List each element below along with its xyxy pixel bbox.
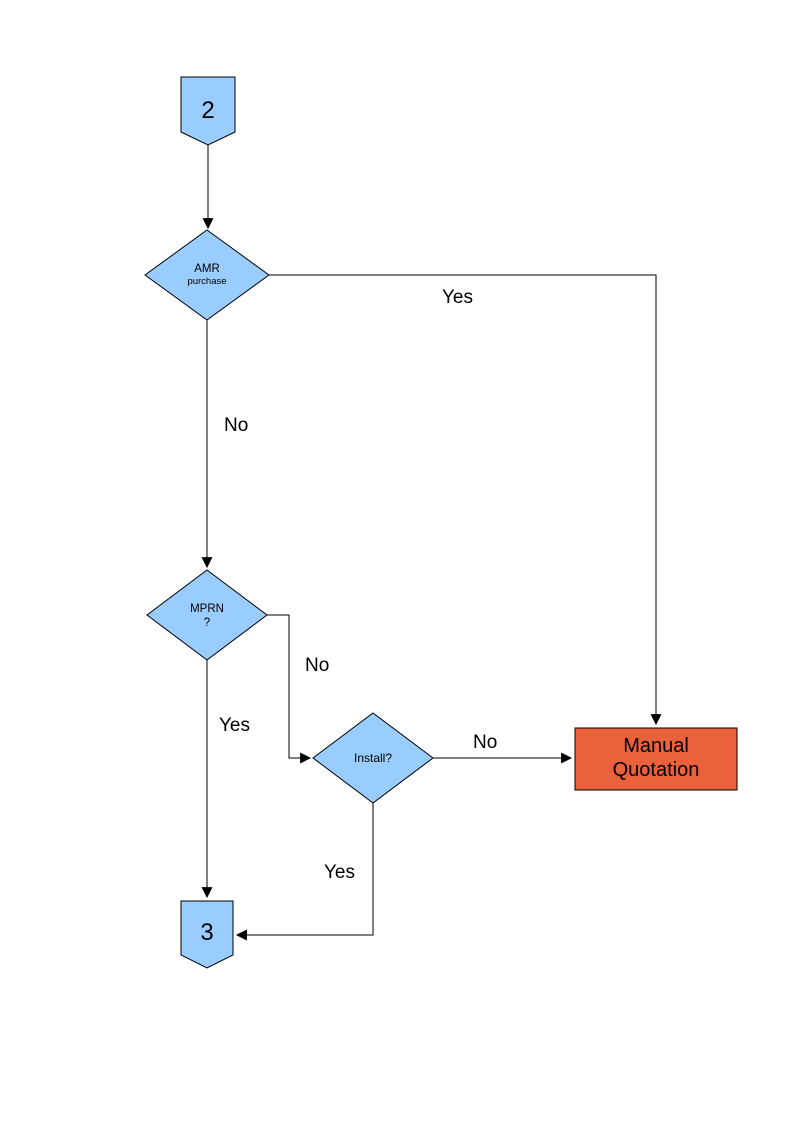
edge-amr-yes-line	[269, 274, 662, 726]
process-manual-quotation-label-line2: Quotation	[613, 759, 700, 781]
process-manual-quotation	[574, 727, 738, 791]
decision-mprn	[146, 569, 268, 661]
decision-install	[312, 712, 434, 804]
offpage-connector-2	[180, 76, 236, 146]
edge-label-amr-no: No	[224, 415, 248, 436]
decision-amr-purchase-label-line1: AMR	[194, 263, 220, 275]
decision-amr-purchase-label-line2: purchase	[187, 276, 226, 287]
decision-mprn-label-line1: MPRN	[190, 603, 224, 615]
decision-mprn-label-line2: ?	[204, 617, 210, 629]
edge-label-install-yes: Yes	[324, 862, 355, 883]
offpage-connector-3-label: 3	[200, 919, 213, 946]
edge-mprn-no-line	[267, 614, 312, 764]
decision-install-label: Install?	[354, 751, 392, 765]
decision-amr-purchase	[144, 229, 270, 321]
edge-label-mprn-no: No	[305, 655, 329, 676]
offpage-connector-2-label: 2	[201, 97, 214, 124]
edge-install-yes-line	[235, 803, 374, 941]
edge-label-mprn-yes: Yes	[219, 715, 250, 736]
offpage-connector-3	[180, 900, 234, 969]
edge-label-amr-yes: Yes	[442, 287, 473, 308]
process-manual-quotation-label-line1: Manual	[623, 735, 689, 757]
edge-label-install-no: No	[473, 732, 497, 753]
